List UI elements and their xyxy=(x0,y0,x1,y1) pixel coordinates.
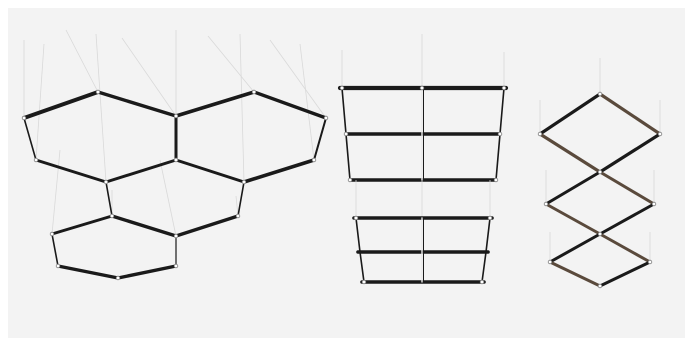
diamond-middle xyxy=(544,170,656,236)
connecting-wires xyxy=(355,180,491,218)
photo-background xyxy=(8,8,685,338)
rectangle-joints xyxy=(339,85,507,285)
hexagon-cluster-fixture xyxy=(21,29,329,281)
diamond-top xyxy=(538,92,662,174)
hexagon-cell-middle xyxy=(105,181,245,238)
hexagon-cell-top-right xyxy=(174,90,328,184)
upper-rectangle-frame xyxy=(337,85,509,182)
suspension-wires xyxy=(23,29,327,237)
diamond-chain-fixture xyxy=(537,58,663,289)
hexagon-cell-lower xyxy=(50,214,178,280)
lower-rectangle-frame xyxy=(352,216,494,284)
diamond-bottom xyxy=(548,232,652,288)
diamond-joints xyxy=(537,91,663,289)
hexagon-cell-top-left xyxy=(22,90,178,184)
suspension-wires xyxy=(341,34,505,88)
stacked-rectangles-fixture xyxy=(337,34,509,285)
suspension-wires xyxy=(539,58,661,262)
hexagon-joints xyxy=(21,89,329,281)
